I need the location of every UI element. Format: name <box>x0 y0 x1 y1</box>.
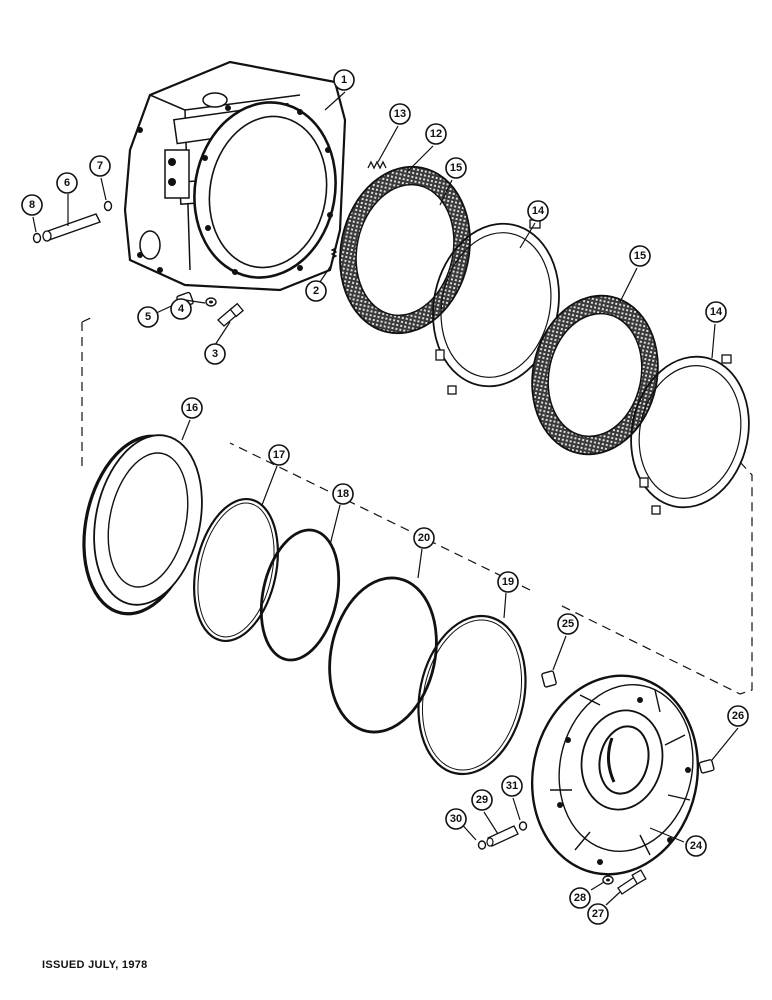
svg-text:28: 28 <box>574 892 586 904</box>
svg-text:18: 18 <box>337 488 349 500</box>
callout-24: 24 <box>685 835 707 857</box>
callout-28: 28 <box>569 887 591 909</box>
callout-6: 6 <box>56 172 78 194</box>
svg-text:26: 26 <box>732 710 744 722</box>
callout-5: 5 <box>137 306 159 328</box>
callout-7: 7 <box>89 155 111 177</box>
callout-18: 18 <box>332 483 354 505</box>
svg-text:3: 3 <box>212 348 218 360</box>
washer-part-28 <box>602 875 614 885</box>
friction-disc-part-15-upper <box>339 165 471 335</box>
o-ring-part-7 <box>103 200 113 212</box>
spring-part-13 <box>367 160 387 170</box>
svg-text:14: 14 <box>532 205 545 217</box>
bolt-part-27 <box>617 869 647 895</box>
pin-part-6 <box>42 213 101 242</box>
callout-3: 3 <box>204 343 226 365</box>
callout-14-lower: 14 <box>705 301 727 323</box>
callout-31: 31 <box>501 775 523 797</box>
friction-disc-part-15-lower <box>531 294 659 456</box>
svg-text:15: 15 <box>450 162 462 174</box>
svg-text:7: 7 <box>97 160 103 172</box>
callout-8: 8 <box>21 194 43 216</box>
pin-part-25 <box>541 670 557 688</box>
issued-date-note: ISSUED JULY, 1978 <box>42 959 148 971</box>
svg-text:29: 29 <box>476 794 488 806</box>
leader-lines <box>32 91 739 906</box>
svg-text:24: 24 <box>690 840 703 852</box>
svg-text:2: 2 <box>313 285 319 297</box>
svg-text:25: 25 <box>562 618 574 630</box>
svg-text:17: 17 <box>273 449 285 461</box>
svg-text:31: 31 <box>506 780 518 792</box>
piston-part-16 <box>82 434 203 616</box>
callout-29: 29 <box>471 789 493 811</box>
svg-text:4: 4 <box>178 303 185 315</box>
tube-part-29 <box>486 825 519 847</box>
o-ring-part-8 <box>32 232 42 244</box>
callout-27: 27 <box>587 903 609 925</box>
svg-text:16: 16 <box>186 402 198 414</box>
svg-text:20: 20 <box>418 532 430 544</box>
spring-part-2 <box>330 247 338 259</box>
callout-1: 1 <box>333 69 355 91</box>
callout-17: 17 <box>268 444 290 466</box>
callout-4: 4 <box>170 298 192 320</box>
callout-30: 30 <box>445 808 467 830</box>
clutch-housing <box>123 60 347 292</box>
svg-text:15: 15 <box>634 250 646 262</box>
callout-15-lower: 15 <box>629 245 651 267</box>
svg-text:12: 12 <box>430 128 442 140</box>
callout-13: 13 <box>389 103 411 125</box>
o-ring-part-20 <box>328 576 438 734</box>
callout-12: 12 <box>425 123 447 145</box>
seal-ring-part-19 <box>417 614 527 776</box>
assembly-group-outline <box>81 315 753 695</box>
svg-text:30: 30 <box>450 813 462 825</box>
svg-text:8: 8 <box>29 199 35 211</box>
callout-20: 20 <box>413 527 435 549</box>
bolt-part-3 <box>217 302 244 327</box>
svg-text:13: 13 <box>394 108 406 120</box>
o-ring-part-18 <box>259 528 341 662</box>
callout-25: 25 <box>557 613 579 635</box>
callout-26: 26 <box>727 705 749 727</box>
callout-14-upper: 14 <box>527 200 549 222</box>
seal-ring-part-17 <box>193 497 279 643</box>
callout-2: 2 <box>305 280 327 302</box>
retainer-housing-part-24 <box>530 674 700 876</box>
svg-text:6: 6 <box>64 177 70 189</box>
svg-text:1: 1 <box>341 74 347 86</box>
svg-text:27: 27 <box>592 908 604 920</box>
washer-part-4 <box>205 297 217 307</box>
svg-text:19: 19 <box>502 576 514 588</box>
o-ring-part-30 <box>477 840 487 850</box>
pin-part-26 <box>698 759 715 774</box>
svg-text:14: 14 <box>710 306 723 318</box>
steel-plate-part-14-lower <box>630 354 750 515</box>
o-ring-part-31 <box>518 821 528 831</box>
svg-text:5: 5 <box>145 311 151 323</box>
callout-15-upper: 15 <box>445 157 467 179</box>
callout-16: 16 <box>181 397 203 419</box>
callout-19: 19 <box>497 571 519 593</box>
